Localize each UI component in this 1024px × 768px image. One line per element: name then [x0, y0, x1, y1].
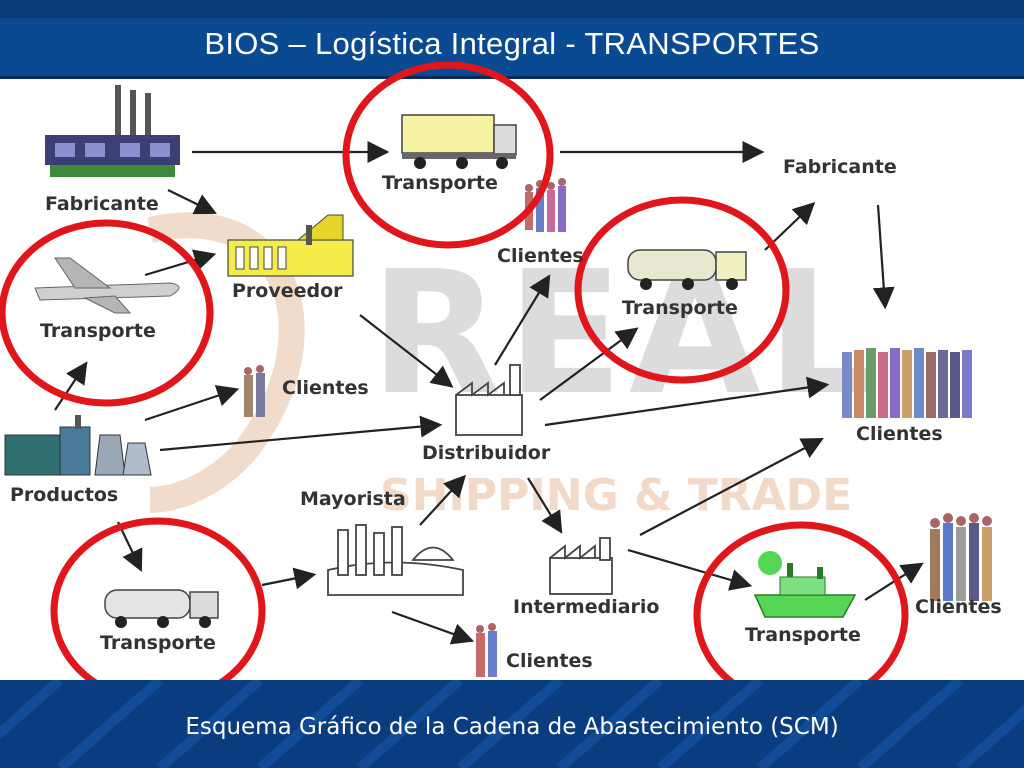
customers-couple-icon-left	[244, 365, 265, 417]
customers-group-icon-bottom-right	[930, 513, 992, 601]
label-mayorista: Mayorista	[300, 488, 406, 510]
wholesaler-plant-icon	[327, 524, 464, 596]
arrow-ship-clientes	[864, 562, 924, 601]
label-distribuidor: Distribuidor	[422, 442, 551, 464]
label-intermediario: Intermediario	[513, 596, 660, 618]
label-transporte-top: Transporte	[382, 172, 498, 194]
customers-couple-icon-bottom	[476, 623, 497, 677]
label-clientes-top: Clientes	[497, 245, 584, 267]
label-clientes-bottom: Clientes	[506, 650, 593, 672]
highlight-circle-transporte-right	[574, 196, 790, 384]
arrow-fabricante-clientes	[872, 204, 895, 310]
title-bar	[0, 18, 1024, 79]
arrow-distribuidor-intermediario	[527, 477, 563, 534]
arrow-mayorista-clientes	[391, 610, 475, 645]
arrow-fabricante-proveedor	[167, 189, 217, 215]
label-fabricante-right: Fabricante	[783, 156, 897, 178]
airplane-icon	[34, 257, 180, 314]
arrow-productos-clientes	[144, 385, 240, 422]
footer-pattern	[0, 680, 1024, 768]
arrow-productos-distribuidor	[159, 415, 443, 452]
label-transporte-bottom-left: Transporte	[100, 632, 216, 654]
top-bar	[0, 0, 1024, 18]
arrow-distribuidor-clientes-top	[494, 274, 551, 366]
tanker-truck-icon-bottom	[104, 589, 219, 628]
truck-icon	[401, 114, 517, 169]
watermark-swoosh	[147, 212, 305, 513]
label-transporte-right: Transporte	[622, 297, 738, 319]
label-proveedor: Proveedor	[232, 280, 343, 302]
footer-band	[0, 680, 1024, 768]
customers-crowd-icon-right	[842, 348, 972, 418]
supplier-factory-icon	[227, 214, 354, 277]
label-transporte-plane: Transporte	[40, 320, 156, 342]
industrial-plant-icon	[4, 415, 152, 476]
footer-caption: Esquema Gráfico de la Cadena de Abasteci…	[185, 714, 839, 740]
arrow-plane-proveedor	[144, 249, 217, 277]
distributor-factory-icon	[455, 364, 523, 436]
label-transporte-ship: Transporte	[745, 624, 861, 646]
label-productos: Productos	[10, 484, 119, 506]
label-fabricante-left: Fabricante	[45, 193, 159, 215]
highlight-circle-transporte-top	[342, 61, 554, 249]
label-clientes-bottom-right: Clientes	[915, 596, 1002, 618]
tanker-truck-icon	[627, 249, 747, 290]
arrow-distribuidor-transporte-right	[539, 327, 639, 401]
label-clientes-right: Clientes	[856, 423, 943, 445]
arrow-intermediario-clientes	[639, 437, 824, 536]
ship-icon	[753, 551, 857, 618]
arrow-distribuidor-clientes-right	[544, 376, 830, 427]
highlight-circle-transporte-plane	[0, 219, 214, 407]
arrow-proveedor-distribuidor	[359, 314, 454, 388]
label-clientes-left: Clientes	[282, 377, 369, 399]
slide-title: BIOS – Logística Integral - TRANSPORTES	[204, 26, 820, 61]
intermediary-factory-icon	[549, 537, 613, 595]
factory-icon	[45, 85, 180, 177]
arrow-productos-plane	[54, 361, 88, 411]
arrow-transporte-mayorista	[261, 567, 317, 590]
arrow-intermediario-ship	[627, 548, 753, 591]
arrow-mayorista-distribuidor	[419, 474, 466, 526]
